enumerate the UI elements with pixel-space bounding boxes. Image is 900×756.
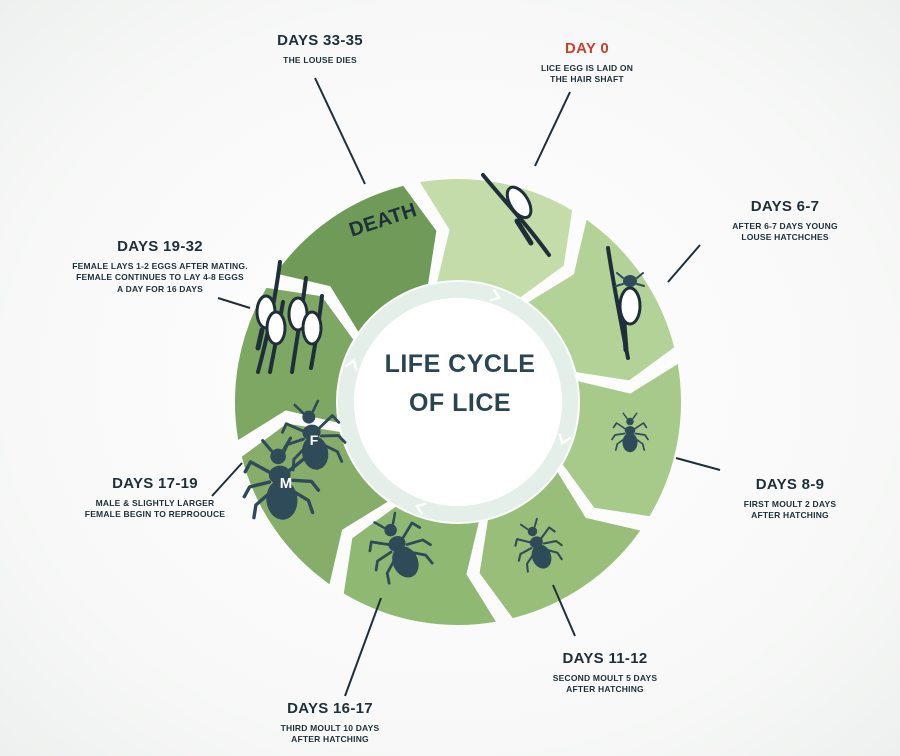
stage-label-day-0: DAY 0 LICE EGG IS LAID ON THE HAIR SHAFT [512, 40, 662, 85]
segment-days-11-12 [479, 472, 641, 619]
egg-on-hair-icon [481, 173, 551, 257]
stage-desc-line: A DAY FOR 16 DAYS [117, 284, 203, 294]
stage-heading: DAYS 6-7 [750, 198, 820, 215]
diagram-title: LIFE CYCLE OF LICE [355, 345, 565, 423]
stage-heading: DAYS 8-9 [755, 476, 825, 493]
stage-label-days-8-9: DAYS 8-9 FIRST MOULT 2 DAYS AFTER HATCHI… [705, 476, 875, 521]
stage-desc-line: THE LOUSE DIES [283, 54, 357, 65]
leader-line [344, 597, 382, 697]
stage-label-days-17-19: DAYS 17-19 MALE & SLIGHTLY LARGER FEMALE… [60, 475, 250, 520]
stage-heading: DAYS 11-12 [562, 650, 648, 667]
stage-desc-line: SECOND MOULT 5 DAYS [552, 672, 658, 683]
stage-desc-line: MALE & SLIGHTLY LARGER [95, 497, 215, 508]
stage-desc-line: THE HAIR SHAFT [550, 74, 624, 85]
leader-line [314, 77, 366, 185]
leader-lines [211, 77, 721, 697]
stage-heading: DAYS 33-35 [277, 32, 363, 49]
center-disc [354, 298, 562, 506]
leader-line [667, 244, 701, 283]
nymph-medium-icon [514, 517, 563, 573]
stage-desc-line: LICE EGG IS LAID ON [540, 62, 634, 73]
stage-heading: DAYS 19-32 [117, 238, 203, 255]
segment-days-16-17 [343, 506, 496, 625]
male-badge: M [280, 475, 293, 492]
ring-arrow-icon [344, 358, 358, 371]
stage-desc-line: AFTER HATCHING [751, 510, 829, 521]
stage-desc-line: FEMALE BEGIN TO REPROOUCE [84, 509, 226, 520]
nymph-large-icon [368, 511, 434, 585]
stage-desc-line: FEMALE CONTINUES TO LAY 4-8 EGGS [76, 272, 244, 283]
stage-label-days-19-32: DAYS 19-32 FEMALE LAYS 1-2 EGGS AFTER MA… [55, 238, 265, 295]
ring-arrow-icon [558, 433, 572, 446]
segment-days-6-7 [528, 219, 675, 381]
adult-male-louse-icon [242, 436, 321, 520]
stage-heading: DAYS 17-19 [112, 475, 198, 492]
stage-desc-line: THIRD MOULT 10 DAYS [280, 722, 380, 733]
inner-cycle-ring [338, 282, 578, 522]
segment-day-0 [420, 179, 573, 298]
nymph-small-icon [611, 412, 649, 453]
stage-label-days-6-7: DAYS 6-7 AFTER 6-7 DAYS YOUNG LOUSE HATC… [700, 198, 870, 243]
female-badge: F [310, 432, 319, 448]
ring-arrow-icon [489, 288, 502, 302]
ring-arrow-icon [414, 502, 427, 516]
segment-death [275, 185, 437, 332]
stage-label-days-16-17: DAYS 16-17 THIRD MOULT 10 DAYS AFTER HAT… [245, 700, 415, 745]
stage-desc-line: FEMALE LAYS 1-2 EGGS AFTER MATING. [72, 260, 248, 271]
leader-line [534, 91, 571, 167]
stage-desc-line: AFTER HATCHING [566, 684, 644, 695]
adult-female-louse-icon [281, 399, 347, 472]
title-line-2: OF LICE [408, 388, 512, 417]
stage-desc-line: AFTER 6-7 DAYS YOUNG [732, 220, 838, 231]
inner-ring [338, 282, 578, 522]
leader-line [675, 457, 721, 471]
stage-label-days-33-35: DAYS 33-35 THE LOUSE DIES [240, 32, 400, 65]
leader-line [211, 462, 243, 497]
stage-heading: DAY 0 [564, 40, 610, 57]
stage-desc-line: LOUSE HATCHCHES [741, 232, 829, 243]
stage-desc-line: FIRST MOULT 2 DAYS [743, 498, 837, 509]
segment-illustrations: F M DEATH [242, 173, 649, 585]
title-line-1: LIFE CYCLE [384, 350, 536, 378]
stage-heading: DAYS 16-17 [287, 700, 373, 717]
multiple-eggs-icon [255, 260, 324, 374]
leader-line [217, 297, 251, 309]
hatching-egg-icon [606, 246, 645, 360]
leader-line [552, 584, 576, 637]
stage-label-days-11-12: DAYS 11-12 SECOND MOULT 5 DAYS AFTER HAT… [520, 650, 690, 695]
stage-desc-line: AFTER HATCHING [291, 734, 369, 745]
